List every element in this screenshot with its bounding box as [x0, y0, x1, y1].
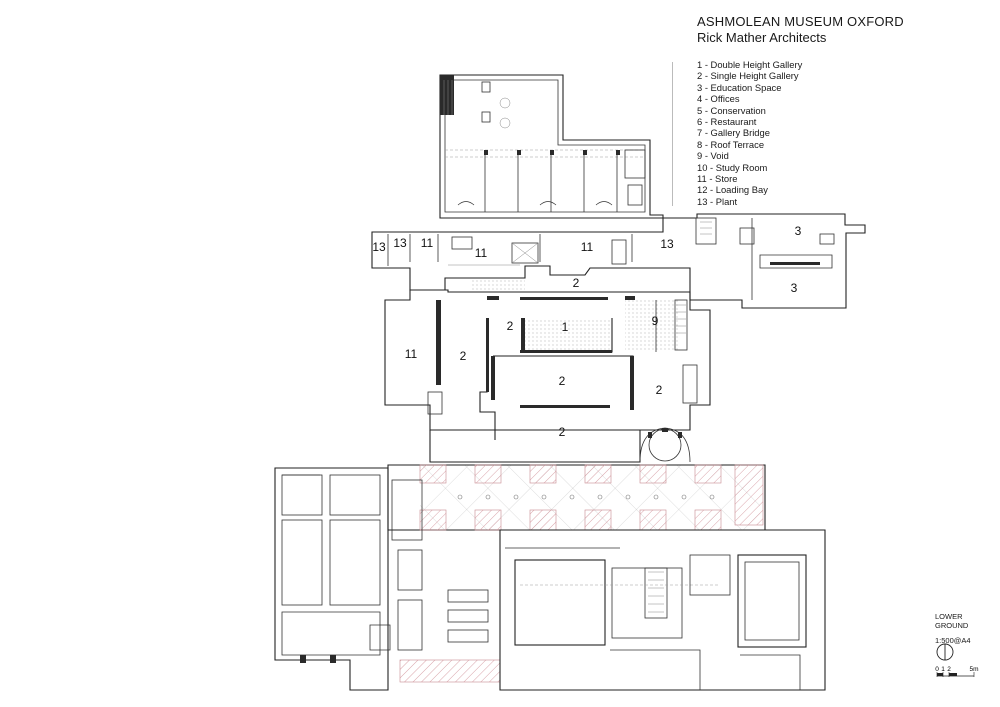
- room-label: 11: [405, 347, 418, 361]
- legend-item: 13 - Plant: [697, 195, 738, 207]
- legend-item: 12 - Loading Bay: [697, 184, 768, 196]
- legend-item: 7 - Gallery Bridge: [697, 127, 770, 139]
- legend-item: 1 - Double Height Gallery: [697, 59, 803, 70]
- room-legend: 1 - Double Height Gallery 2 - Single Hei…: [697, 59, 802, 207]
- room-label: 9: [652, 314, 659, 328]
- scale-tick: 0: [935, 666, 939, 673]
- scale-tick: 5m: [969, 666, 978, 673]
- legend-item: 8 - Roof Terrace: [697, 138, 765, 150]
- legend-item: 10 - Study Room: [697, 161, 768, 173]
- room-label: 2: [573, 276, 580, 290]
- legend-divider: [672, 62, 673, 206]
- level-info: LOWER GROUND 1:500@A4: [935, 612, 971, 645]
- service-strip: [371, 213, 866, 309]
- scale-tick: 2: [947, 666, 951, 673]
- room-label: 2: [507, 319, 514, 333]
- room-label: 1: [562, 320, 569, 334]
- north-wing: [439, 74, 664, 219]
- colonnade: [387, 464, 766, 683]
- scale-bar: 0 1 2 5m: [935, 666, 979, 677]
- drawing-title: ASHMOLEAN MUSEUM OXFORD: [697, 14, 904, 29]
- scale-tick: 1: [941, 666, 945, 673]
- room-label: 2: [559, 425, 566, 439]
- south-block: [447, 529, 826, 691]
- room-label: 13: [372, 240, 386, 254]
- legend-item: 11 - Store: [697, 173, 738, 185]
- room-label: 11: [475, 246, 488, 260]
- north-arrow-icon: [936, 643, 954, 661]
- lower-gallery: [429, 427, 691, 463]
- room-label: 3: [791, 281, 798, 295]
- legend-item: 6 - Restaurant: [697, 116, 757, 128]
- room-label: 2: [559, 374, 566, 388]
- legend-item: 5 - Conservation: [697, 104, 766, 116]
- main-galleries: [384, 289, 711, 440]
- drawing-subtitle: Rick Mather Architects: [697, 30, 827, 45]
- legend-item: 4 - Offices: [697, 93, 740, 105]
- room-label: 11: [421, 236, 434, 250]
- level-name-line1: LOWER: [935, 612, 963, 621]
- scale-ratio: 1:500@A4: [935, 636, 971, 645]
- legend-item: 3 - Education Space: [697, 81, 782, 93]
- room-label: 11: [581, 240, 594, 254]
- level-name-line2: GROUND: [935, 621, 969, 630]
- room-label: 13: [393, 236, 407, 250]
- room-label: 2: [656, 383, 663, 397]
- legend-item: 9 - Void: [697, 150, 729, 162]
- west-block: [274, 467, 423, 691]
- room-label: 13: [660, 237, 674, 251]
- legend-item: 2 - Single Height Gallery: [697, 70, 799, 82]
- room-label: 3: [795, 224, 802, 238]
- room-labels: 13 13 11 11 11 13 3 3 2 2 1 9 11 2 2 2 2: [372, 224, 801, 439]
- room-label: 2: [460, 349, 467, 363]
